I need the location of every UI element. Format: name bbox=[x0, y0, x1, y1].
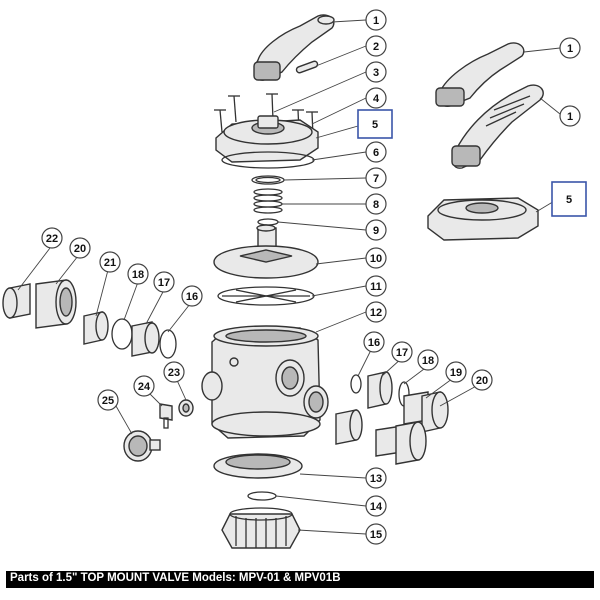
callout-12: 12 bbox=[365, 301, 387, 323]
callout-1-top: 1 bbox=[365, 9, 387, 31]
callout-10: 10 bbox=[365, 247, 387, 269]
callout-13: 13 bbox=[365, 467, 387, 489]
part-7-o-ring bbox=[251, 175, 285, 185]
part-17-connector bbox=[131, 321, 160, 357]
callout-14-label: 14 bbox=[370, 501, 383, 513]
callout-11-label: 11 bbox=[370, 281, 382, 293]
callout-16-right-label: 16 bbox=[368, 337, 380, 349]
callout-5-highlighted: 5 bbox=[357, 109, 393, 139]
callout-12-label: 12 bbox=[370, 307, 382, 319]
callout-1-top-label: 1 bbox=[373, 15, 379, 27]
callout-15: 15 bbox=[365, 523, 387, 545]
callout-23: 23 bbox=[163, 361, 185, 383]
callout-6-label: 6 bbox=[373, 147, 379, 159]
callout-5-right-label: 5 bbox=[566, 194, 572, 206]
callout-16-right: 16 bbox=[363, 331, 385, 353]
callout-20-right-label: 20 bbox=[476, 375, 488, 387]
part-17-connector-right bbox=[335, 371, 393, 445]
part-1-handle-alt-top bbox=[435, 42, 525, 107]
part-12-valve-body bbox=[201, 325, 329, 439]
callout-1-right-top: 1 bbox=[559, 37, 581, 59]
callout-22: 22 bbox=[41, 227, 63, 249]
caption-bar: Parts of 1.5" TOP MOUNT VALVE Models: MP… bbox=[6, 571, 594, 588]
part-10-rotor bbox=[213, 224, 319, 279]
part-16-o-ring-right bbox=[350, 374, 362, 394]
callout-16-left: 16 bbox=[181, 285, 203, 307]
callout-2-label: 2 bbox=[373, 41, 379, 53]
part-20-union-nut-right bbox=[395, 391, 449, 465]
part-9-washer bbox=[257, 218, 279, 226]
part-14-o-ring bbox=[247, 491, 277, 501]
caption-text: Parts of 1.5" TOP MOUNT VALVE Models: MP… bbox=[10, 572, 341, 584]
callout-25-label: 25 bbox=[102, 395, 114, 407]
callout-20-left: 20 bbox=[69, 237, 91, 259]
callout-24-label: 24 bbox=[138, 381, 151, 393]
callout-8: 8 bbox=[365, 193, 387, 215]
callout-4: 4 bbox=[365, 87, 387, 109]
callout-3: 3 bbox=[365, 61, 387, 83]
callout-17-left-label: 17 bbox=[158, 277, 170, 289]
part-21-o-ring bbox=[83, 311, 109, 345]
callout-2: 2 bbox=[365, 35, 387, 57]
part-15-strainer-basket bbox=[221, 507, 301, 549]
callout-3-label: 3 bbox=[373, 67, 379, 79]
part-18-washer bbox=[111, 318, 133, 350]
callout-7: 7 bbox=[365, 167, 387, 189]
callout-1-right-top-label: 1 bbox=[567, 43, 573, 55]
callout-18-left-label: 18 bbox=[132, 269, 144, 281]
part-13-bottom-plate bbox=[213, 453, 303, 479]
callout-21: 21 bbox=[99, 251, 121, 273]
callout-18-left: 18 bbox=[127, 263, 149, 285]
callout-20-left-label: 20 bbox=[74, 243, 86, 255]
callout-20-right: 20 bbox=[471, 369, 493, 391]
callout-19-label: 19 bbox=[450, 367, 462, 379]
part-1-handle bbox=[253, 14, 335, 81]
callout-19: 19 bbox=[445, 361, 467, 383]
part-20-union-nut bbox=[35, 279, 77, 329]
callout-9-label: 9 bbox=[373, 225, 379, 237]
callout-21-label: 21 bbox=[104, 257, 116, 269]
part-23-drain-nut bbox=[178, 399, 194, 417]
callout-18-right: 18 bbox=[417, 349, 439, 371]
callout-16-left-label: 16 bbox=[186, 291, 198, 303]
part-24-drain-plug bbox=[159, 403, 173, 429]
callout-23-label: 23 bbox=[168, 367, 180, 379]
part-2-pin bbox=[295, 60, 319, 74]
callout-6: 6 bbox=[365, 141, 387, 163]
callout-17-right-label: 17 bbox=[396, 347, 408, 359]
callout-17-left: 17 bbox=[153, 271, 175, 293]
callout-24: 24 bbox=[133, 375, 155, 397]
callout-14: 14 bbox=[365, 495, 387, 517]
callout-25: 25 bbox=[97, 389, 119, 411]
callout-17-right: 17 bbox=[391, 341, 413, 363]
callout-5-label: 5 bbox=[372, 119, 378, 131]
callout-22-label: 22 bbox=[46, 233, 58, 245]
part-16-o-ring bbox=[159, 329, 177, 359]
callout-11: 11 bbox=[365, 275, 387, 297]
callout-1-right-grip-label: 1 bbox=[567, 111, 573, 123]
callout-18-right-label: 18 bbox=[422, 355, 434, 367]
part-8-spring bbox=[253, 188, 283, 214]
callout-1-right-grip: 1 bbox=[559, 105, 581, 127]
callout-9: 9 bbox=[365, 219, 387, 241]
callout-10-label: 10 bbox=[370, 253, 382, 265]
callout-15-label: 15 bbox=[370, 529, 382, 541]
callout-13-label: 13 bbox=[370, 473, 382, 485]
part-11-spider-gasket bbox=[217, 286, 315, 306]
callout-7-label: 7 bbox=[373, 173, 379, 185]
part-1-handle-alt-grip bbox=[451, 84, 544, 169]
part-22-tail-piece bbox=[2, 283, 31, 319]
part-5-cover bbox=[215, 115, 319, 163]
callout-8-label: 8 bbox=[373, 199, 379, 211]
callout-4-label: 4 bbox=[373, 93, 380, 105]
part-25-gauge bbox=[123, 430, 161, 462]
part-5-cover-alt bbox=[427, 197, 539, 241]
callout-5-right-highlighted: 5 bbox=[551, 181, 587, 217]
